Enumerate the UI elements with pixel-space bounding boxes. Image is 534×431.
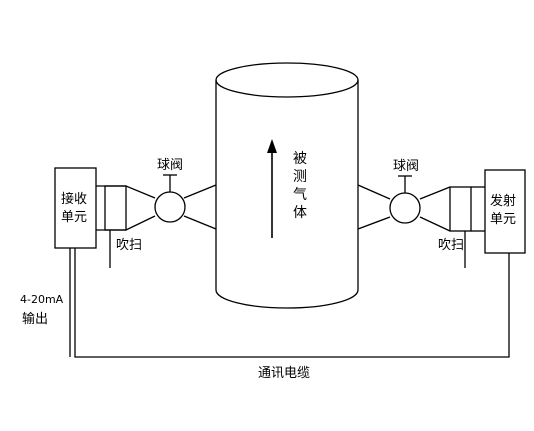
receiver-label-line1: 接收	[61, 191, 87, 207]
cable-label: 通讯电缆	[258, 365, 310, 381]
output-label-line2: 输出	[22, 311, 48, 327]
gas-label-char-1: 被	[293, 151, 307, 167]
right-valve-label: 球阀	[393, 159, 419, 174]
gas-flow-arrow	[267, 139, 277, 238]
output-label-line1: 4-20mA	[20, 293, 64, 306]
gas-label-char-4: 体	[293, 205, 307, 221]
left-valve-label: 球阀	[157, 158, 183, 173]
gas-label-char-2: 测	[293, 169, 307, 185]
left-ball-valve	[154, 174, 186, 223]
receiver-label-line2: 单元	[61, 210, 87, 225]
transmitter-label-line2: 单元	[490, 212, 516, 227]
transmitter-unit-box	[484, 169, 526, 254]
receiver-unit-box	[54, 167, 97, 249]
communication-cable	[74, 248, 510, 358]
right-purge-label: 吹扫	[438, 238, 464, 253]
left-purge-label: 吹扫	[116, 238, 142, 253]
right-ball-valve	[389, 175, 421, 224]
left-flange-assembly	[96, 184, 217, 231]
gas-label-char-3: 气	[293, 187, 307, 203]
measured-gas-cylinder	[215, 62, 359, 309]
transmitter-label-line1: 发射	[490, 193, 516, 209]
right-flange-assembly	[357, 184, 485, 232]
